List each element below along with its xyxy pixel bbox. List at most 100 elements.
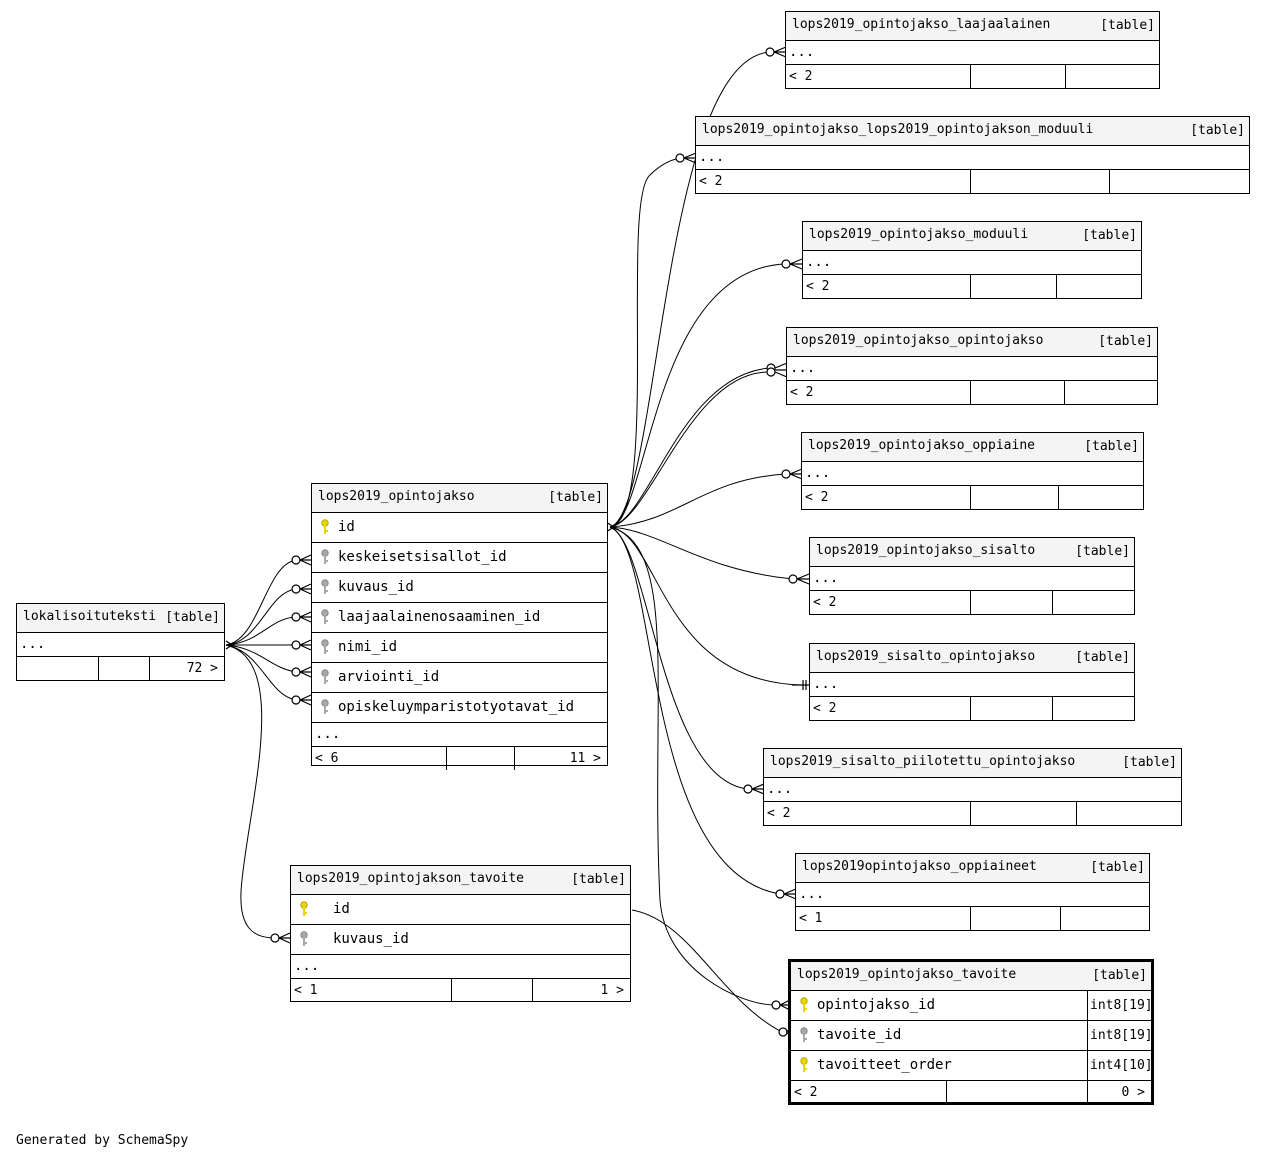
table-type: [table]: [1122, 755, 1177, 770]
table-header: lops2019_opintojakso [table]: [312, 484, 607, 513]
column-name: tavoitteet_order: [817, 1057, 952, 1073]
column-name: keskeisetsisallot_id: [338, 549, 507, 565]
primary-key-icon: [300, 901, 308, 916]
primary-key-icon: [800, 1057, 808, 1072]
parents-count: < 2: [806, 279, 830, 294]
foreign-key-icon: [321, 699, 329, 714]
column-row[interactable]: laajaalainenosaaminen_id: [312, 603, 607, 633]
column-row[interactable]: nimi_id: [312, 633, 607, 663]
table-lops2019-opintojakso-tavoite[interactable]: lops2019_opintojakso_tavoite [table] opi…: [788, 959, 1154, 1105]
foreign-key-icon: [800, 1027, 808, 1042]
primary-key-icon: [321, 519, 329, 534]
table-type: [table]: [1100, 18, 1155, 33]
column-row[interactable]: kuvaus_id: [312, 573, 607, 603]
foreign-key-icon: [321, 609, 329, 624]
table-lops2019-sisalto-piilotettu-opintojakso[interactable]: lops2019_sisalto_piilotettu_opintojakso …: [763, 748, 1182, 826]
column-row[interactable]: id: [291, 895, 630, 925]
parents-count: < 2: [813, 701, 837, 716]
columns-ellipsis: ...: [802, 462, 1143, 486]
parents-count: < 2: [790, 385, 814, 400]
table-lops2019-opintojakso-moduuli[interactable]: lops2019_opintojakso_moduuli [table] ...…: [802, 221, 1142, 299]
column-row[interactable]: keskeisetsisallot_id: [312, 543, 607, 573]
columns-ellipsis: ...: [803, 251, 1141, 275]
table-header: lops2019_opintojakso_laajaalainen [table…: [786, 12, 1159, 41]
foreign-key-icon: [321, 579, 329, 594]
table-header: lops2019_opintojakso_oppiaine [table]: [802, 433, 1143, 462]
columns-ellipsis: ...: [786, 41, 1159, 65]
table-header: lops2019_sisalto_opintojakso [table]: [810, 644, 1134, 673]
column-row[interactable]: id: [312, 513, 607, 543]
column-name: opintojakso_id: [817, 997, 936, 1013]
table-name: lops2019_opintojakso_moduuli: [809, 227, 1029, 242]
table-lops2019-opintojakso-oppiaine[interactable]: lops2019_opintojakso_oppiaine [table] ..…: [801, 432, 1144, 510]
column-row[interactable]: arviointi_id: [312, 663, 607, 693]
table-footer: < 2: [696, 170, 1249, 193]
parents-count: < 1: [799, 911, 823, 926]
table-name: lokalisoituteksti: [23, 609, 157, 624]
column-row[interactable]: opintojakso_id int8[19]: [791, 991, 1151, 1021]
column-name: arviointi_id: [338, 669, 440, 685]
table-header: lops2019_opintojakso_tavoite [table]: [791, 962, 1151, 991]
column-name: kuvaus_id: [338, 579, 414, 595]
table-name: lops2019_opintojakso_laajaalainen: [792, 17, 1051, 32]
foreign-key-icon: [321, 669, 329, 684]
table-type: [table]: [571, 872, 626, 887]
table-lokalisoituteksti[interactable]: lokalisoituteksti [table] ... 72 >: [16, 603, 225, 681]
table-header: lops2019_sisalto_piilotettu_opintojakso …: [764, 749, 1181, 778]
parents-count: < 2: [699, 174, 723, 189]
table-type: [table]: [548, 490, 603, 505]
table-footer: 72 >: [17, 657, 224, 680]
column-datatype: int4[10]: [1087, 1051, 1151, 1080]
table-lops2019-opintojakso[interactable]: lops2019_opintojakso [table] id keskeise…: [311, 483, 608, 770]
column-name: id: [338, 519, 355, 535]
table-header: lops2019_opintojakso_lops2019_opintojaks…: [696, 117, 1249, 146]
columns-ellipsis: ...: [810, 567, 1134, 591]
table-header: lops2019opintojakso_oppiaineet [table]: [796, 854, 1149, 883]
table-type: [table]: [1075, 650, 1130, 665]
table-footer: < 1: [796, 907, 1149, 930]
table-name: lops2019_opintojakson_tavoite: [297, 871, 524, 886]
foreign-key-icon: [321, 639, 329, 654]
column-name: kuvaus_id: [333, 931, 409, 947]
table-lops2019opintojakso-oppiaineet[interactable]: lops2019opintojakso_oppiaineet [table] .…: [795, 853, 1150, 931]
column-row[interactable]: kuvaus_id: [291, 925, 630, 955]
columns-ellipsis: ...: [787, 357, 1157, 381]
table-name: lops2019_opintojakso_sisalto: [816, 543, 1036, 558]
table-footer: < 1 1 >: [291, 979, 630, 1002]
table-footer: < 2: [803, 275, 1141, 298]
table-footer: < 2: [802, 486, 1143, 509]
table-type: [table]: [1190, 123, 1245, 138]
table-type: [table]: [1090, 860, 1145, 875]
table-name: lops2019_opintojakso_opintojakso: [793, 333, 1044, 348]
table-name: lops2019_opintojakso: [318, 489, 475, 504]
table-header: lops2019_opintojakso_opintojakso [table]: [787, 328, 1157, 357]
column-name: opiskeluymparistotyotavat_id: [338, 699, 575, 715]
table-lops2019-opintojakson-tavoite[interactable]: lops2019_opintojakson_tavoite [table] id…: [290, 865, 631, 1002]
table-type: [table]: [1084, 439, 1139, 454]
column-row[interactable]: tavoite_id int8[19]: [791, 1021, 1151, 1051]
parents-count: < 1: [294, 983, 318, 998]
table-lops2019-opintojakso-laajaalainen[interactable]: lops2019_opintojakso_laajaalainen [table…: [785, 11, 1160, 89]
table-header: lops2019_opintojakso_sisalto [table]: [810, 538, 1134, 567]
table-lops2019-sisalto-opintojakso[interactable]: lops2019_sisalto_opintojakso [table] ...…: [809, 643, 1135, 721]
column-name: id: [333, 901, 350, 917]
table-footer: < 2: [810, 591, 1134, 614]
table-type: [table]: [1082, 228, 1137, 243]
table-name: lops2019_sisalto_opintojakso: [816, 649, 1036, 664]
table-type: [table]: [1075, 544, 1130, 559]
table-footer: < 2 0 >: [791, 1081, 1151, 1104]
foreign-key-icon: [321, 549, 329, 564]
table-lops2019-opintojakso-opintojakso[interactable]: lops2019_opintojakso_opintojakso [table]…: [786, 327, 1158, 405]
table-name: lops2019_sisalto_piilotettu_opintojakso: [770, 754, 1076, 769]
table-type: [table]: [165, 610, 220, 625]
column-row[interactable]: tavoitteet_order int4[10]: [791, 1051, 1151, 1081]
table-lops2019-opintojakso-lops2019-opintojakson-moduuli[interactable]: lops2019_opintojakso_lops2019_opintojaks…: [695, 116, 1250, 194]
column-row[interactable]: opiskeluymparistotyotavat_id: [312, 693, 607, 723]
table-lops2019-opintojakso-sisalto[interactable]: lops2019_opintojakso_sisalto [table] ...…: [809, 537, 1135, 615]
table-name: lops2019_opintojakso_lops2019_opintojaks…: [702, 122, 1094, 137]
table-name: lops2019opintojakso_oppiaineet: [802, 859, 1037, 874]
columns-ellipsis: ...: [291, 955, 630, 979]
children-count: 11 >: [569, 751, 601, 766]
foreign-key-icon: [300, 931, 308, 946]
column-datatype: int8[19]: [1087, 991, 1151, 1020]
